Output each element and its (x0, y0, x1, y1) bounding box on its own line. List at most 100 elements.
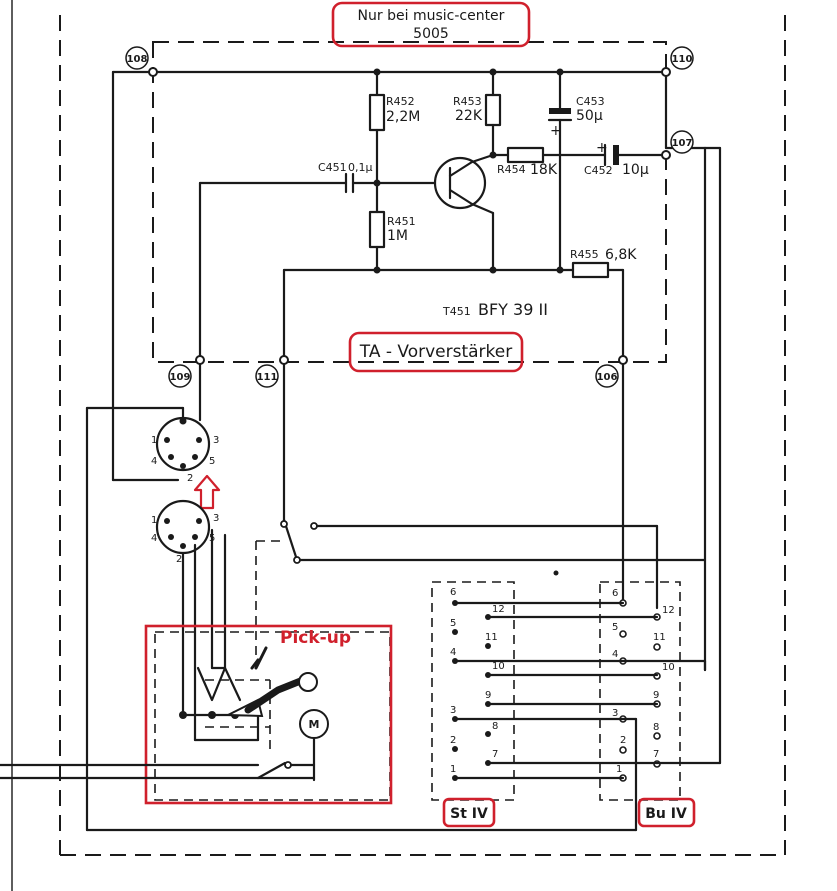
c453-plus: + (550, 123, 562, 139)
terminal-107 (661, 150, 671, 160)
node-110: 110 (670, 46, 694, 70)
dot (192, 454, 198, 460)
wire (470, 202, 495, 215)
tonearm (244, 676, 307, 714)
wire (448, 160, 474, 178)
c451-ref: C451 (318, 161, 347, 174)
text: 111 (257, 372, 278, 383)
text: 6 (612, 588, 618, 599)
bu-label-highlight (637, 797, 696, 828)
dot (196, 437, 202, 443)
text: 5 (612, 622, 618, 633)
lift-lever (250, 646, 268, 670)
text: 1 (616, 764, 622, 775)
dot (179, 711, 187, 719)
transistor-prefix: T451 (442, 305, 471, 318)
module-name: TA - Vorverstärker (359, 342, 512, 362)
din-socket-upper (155, 416, 211, 472)
c452-capacitor-plate (613, 145, 619, 165)
text: 7 (492, 749, 498, 760)
dot (192, 534, 198, 540)
node-108: 108 (125, 46, 149, 70)
shape (619, 746, 627, 754)
module-dashed-box (152, 41, 667, 363)
text: 110 (672, 54, 693, 65)
junction (373, 68, 381, 76)
node-111: 111 (255, 364, 279, 388)
text: 108 (127, 54, 148, 65)
text: 2 (620, 735, 626, 746)
text: 109 (170, 372, 191, 383)
st-connector-pins: 6 5 4 3 2 1 12 11 10 9 8 7 (450, 587, 505, 781)
text: 2 (176, 554, 182, 565)
text: 1 (151, 435, 157, 446)
text: 4 (151, 533, 157, 544)
motor-label: M (309, 718, 320, 731)
dot (168, 534, 174, 540)
text: 12 (492, 604, 505, 615)
junction (489, 266, 497, 274)
text: 1 (450, 764, 456, 775)
text: 107 (672, 138, 693, 149)
header-highlight (331, 1, 531, 48)
pickup-highlight (144, 624, 393, 805)
dot (196, 518, 202, 524)
r455-value: 6,8K (605, 247, 637, 263)
t451-transistor (433, 156, 487, 210)
text: 3 (450, 705, 456, 716)
st-label-highlight (442, 797, 496, 828)
r453-ref: R453 (453, 95, 482, 108)
shape (653, 643, 661, 651)
text: 11 (485, 632, 498, 643)
r453-resistor (484, 93, 502, 127)
c452-value: 10µ (622, 162, 649, 178)
text: 9 (485, 690, 491, 701)
text: 11 (653, 632, 666, 643)
wire (196, 666, 242, 702)
r451-resistor (368, 210, 386, 249)
dot (485, 643, 491, 649)
junction (373, 179, 381, 187)
terminal-108 (148, 67, 158, 77)
node-109: 109 (168, 364, 192, 388)
junction (489, 151, 497, 159)
r455-ref: R455 (570, 248, 599, 261)
transistor-type: BFY 39 II (478, 300, 548, 319)
shape (653, 732, 661, 740)
text: 3 (213, 513, 219, 524)
junction (489, 68, 497, 76)
module-name-highlight (348, 331, 524, 373)
dot (452, 629, 458, 635)
header-line1: Nur bei music-center (358, 8, 505, 24)
terminal-110 (661, 67, 671, 77)
bu-connector-label: Bu IV (645, 806, 687, 822)
dot (180, 463, 186, 469)
dot (179, 417, 187, 425)
text: 9 (653, 690, 659, 701)
r454-ref: R454 (497, 163, 526, 176)
node-106: 106 (595, 364, 619, 388)
connect-arrow-icon (193, 474, 221, 510)
text: 10 (662, 662, 675, 673)
r451-value: 1M (387, 228, 408, 244)
text: 106 (597, 372, 618, 383)
wire (256, 761, 287, 780)
text: 5 (209, 456, 215, 467)
text: 5 (450, 618, 456, 629)
terminal-111 (279, 355, 289, 365)
tonearm-pivot (298, 672, 318, 692)
text: 4 (151, 456, 157, 467)
wire (470, 153, 495, 164)
c453-value: 50µ (576, 108, 603, 124)
c452-ref: C452 (584, 164, 613, 177)
dot (164, 437, 170, 443)
text: 3 (213, 435, 219, 446)
dot (168, 454, 174, 460)
dot (485, 731, 491, 737)
shape (619, 630, 627, 638)
text: 1 (151, 515, 157, 526)
r454-value: 18K (530, 162, 558, 178)
din-plug-lower (155, 499, 211, 555)
header-line2: 5005 (413, 26, 449, 42)
